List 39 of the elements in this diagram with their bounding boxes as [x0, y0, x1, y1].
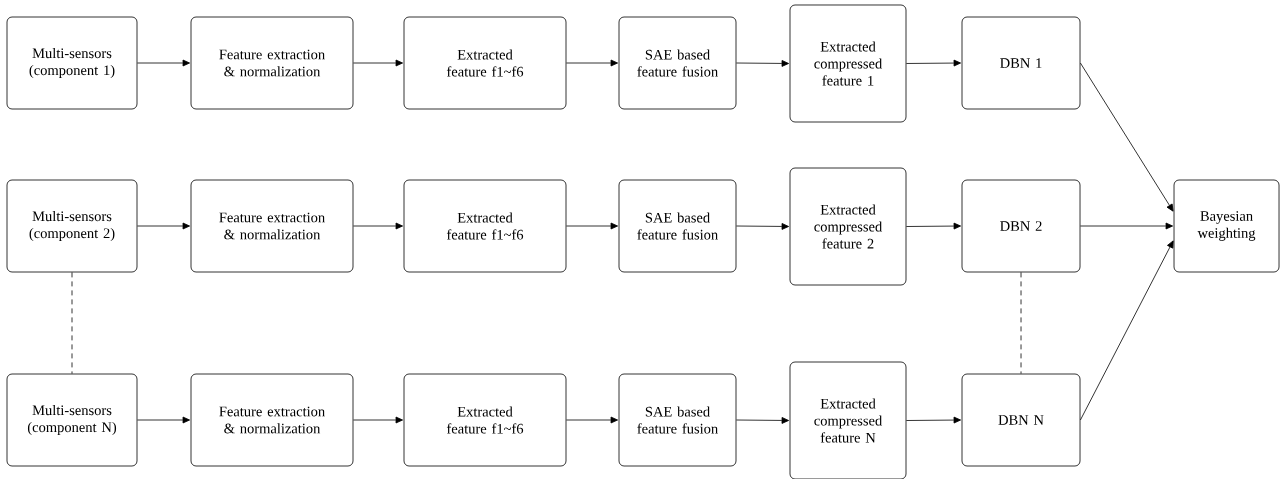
process-box: Feature extraction & normalization [190, 373, 354, 467]
sensor-box: Multi-sensors (component 2) [6, 179, 138, 273]
sensor-box: Multi-sensors (component 1) [6, 16, 138, 110]
process-box: Extracted compressed feature N [789, 361, 907, 479]
process-box: Extracted compressed feature 2 [789, 167, 907, 286]
arrow [736, 223, 789, 230]
dashed-line [71, 272, 73, 374]
arrow [906, 416, 961, 424]
arrow [736, 417, 789, 424]
arrow [1080, 222, 1173, 230]
arrow [353, 416, 403, 424]
process-box: Extracted compressed feature 1 [789, 4, 907, 123]
process-box: Extracted feature f1~f6 [403, 373, 567, 467]
arrow [566, 59, 618, 67]
dbn-box: DBN 2 [961, 179, 1081, 273]
process-box: Extracted feature f1~f6 [403, 179, 567, 273]
process-box: Feature extraction & normalization [190, 16, 354, 110]
arrow [566, 416, 618, 424]
process-box: SAE based feature fusion [618, 179, 737, 273]
process-box: Extracted feature f1~f6 [403, 16, 567, 110]
output-box: Bayesian weighting [1173, 179, 1280, 273]
arrow [566, 222, 618, 230]
arrow [137, 59, 190, 67]
arrow [906, 222, 961, 230]
arrow [137, 416, 190, 424]
arrow [906, 59, 961, 67]
arrow [353, 59, 403, 67]
dbn-box: DBN 1 [961, 16, 1081, 110]
sensor-box: Multi-sensors (component N) [6, 373, 138, 467]
arrow [1080, 62, 1174, 212]
arrow [353, 222, 403, 230]
process-box: SAE based feature fusion [618, 16, 737, 110]
arrow [1080, 240, 1174, 421]
process-box: SAE based feature fusion [618, 373, 737, 467]
arrow [736, 60, 789, 67]
dbn-box: DBN N [961, 373, 1081, 467]
dashed-line [1020, 272, 1022, 374]
arrow [137, 222, 190, 230]
process-box: Feature extraction & normalization [190, 179, 354, 273]
